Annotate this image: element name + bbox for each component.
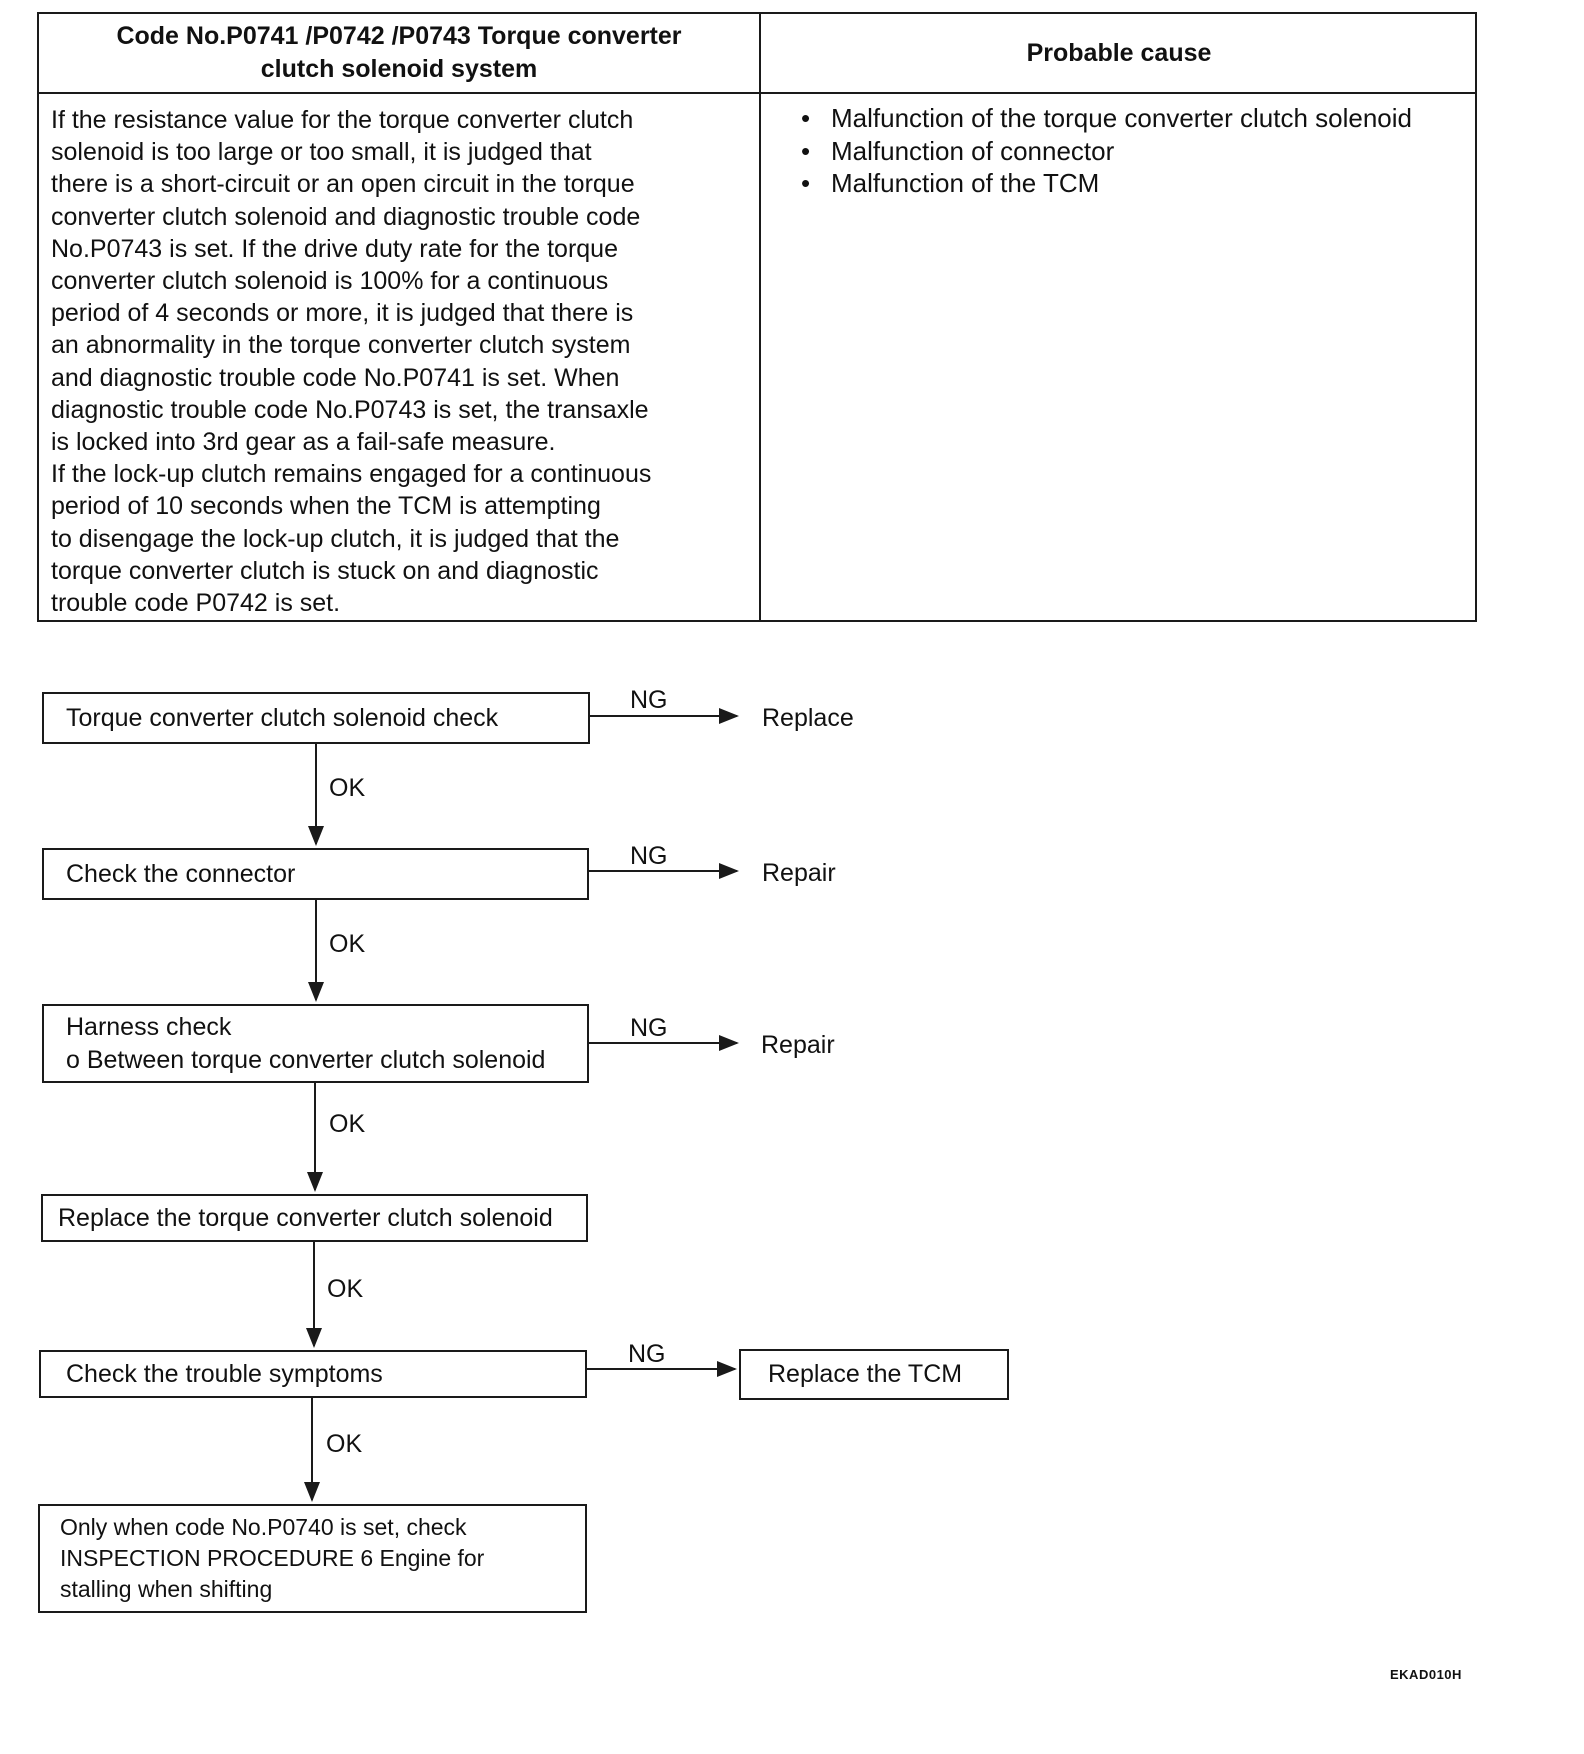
cause-text: Malfunction of connector: [831, 135, 1115, 166]
step-final-note: Only when code No.P0740 is set, check IN…: [38, 1504, 587, 1613]
step-sublabel: o Between torque converter clutch soleno…: [66, 1045, 546, 1074]
cause-text: Malfunction of the TCM: [831, 168, 1100, 198]
result-replace-tcm: Replace the TCM: [739, 1349, 1009, 1400]
ng-label: NG: [630, 1014, 668, 1042]
table-header-code: Code No.P0741 /P0742 /P0743 Torque conve…: [116, 22, 682, 83]
bullet-icon: •: [801, 103, 811, 133]
bullet-icon: •: [801, 168, 811, 198]
list-item: • Malfunction of connector: [801, 135, 1461, 168]
result-label: Replace the TCM: [768, 1360, 963, 1388]
ng-label: NG: [628, 1340, 666, 1368]
list-item: • Malfunction of the TCM: [801, 167, 1461, 200]
ok-label: OK: [326, 1430, 363, 1458]
ok-label: OK: [329, 930, 366, 958]
result-repair: Repair: [761, 1031, 835, 1059]
result-replace: Replace: [762, 704, 854, 732]
note-line: stalling when shifting: [60, 1576, 273, 1602]
figure-code: EKAD010H: [1390, 1667, 1462, 1682]
step-solenoid-check: Torque converter clutch solenoid check: [42, 692, 590, 744]
cause-text: Malfunction of the torque converter clut…: [831, 103, 1413, 133]
bullet-icon: •: [801, 135, 811, 166]
step-check-symptoms: Check the trouble symptoms: [39, 1350, 587, 1398]
probable-cause-list: • Malfunction of the torque converter clu…: [801, 102, 1461, 200]
step-label: Check the trouble symptoms: [66, 1359, 383, 1388]
table-header-probable-cause: Probable cause: [1026, 38, 1212, 67]
step-label: Torque converter clutch solenoid check: [66, 703, 499, 732]
table-header-divider: [39, 92, 1475, 94]
step-label: Harness check: [66, 1012, 232, 1041]
ok-label: OK: [329, 1110, 366, 1138]
step-harness-check: Harness check o Between torque converter…: [42, 1004, 589, 1083]
note-line: INSPECTION PROCEDURE 6 Engine for: [60, 1545, 485, 1571]
result-repair: Repair: [762, 859, 836, 887]
table-column-divider: [759, 14, 761, 620]
step-label: Replace the torque converter clutch sole…: [58, 1203, 553, 1232]
ng-label: NG: [630, 686, 668, 714]
note-line: Only when code No.P0740 is set, check: [60, 1514, 467, 1540]
step-label: Check the connector: [66, 859, 296, 888]
diagnosis-table: Code No.P0741 /P0742 /P0743 Torque conve…: [37, 12, 1477, 622]
step-replace-solenoid: Replace the torque converter clutch sole…: [41, 1194, 588, 1242]
description-text: If the resistance value for the torque c…: [51, 106, 652, 618]
ok-label: OK: [327, 1275, 364, 1303]
list-item: • Malfunction of the torque converter clu…: [801, 102, 1461, 135]
ok-label: OK: [329, 774, 366, 802]
ng-label: NG: [630, 842, 668, 870]
step-check-connector: Check the connector: [42, 848, 589, 900]
